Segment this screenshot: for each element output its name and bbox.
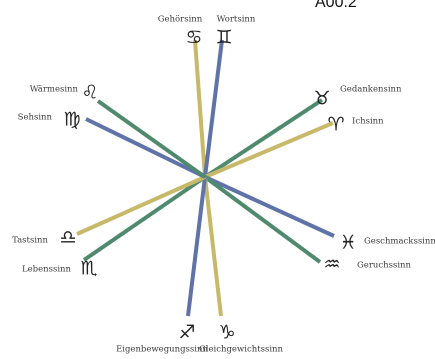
aquarius-icon: ♒ bbox=[323, 254, 340, 276]
cancer-icon: ♋ bbox=[185, 27, 202, 49]
leo-icon: ♌ bbox=[81, 82, 98, 104]
line-eigenbewegungssinn bbox=[186, 176, 207, 317]
label-ichsinn: Ichsinn bbox=[352, 117, 384, 127]
label-sehsinn: Sehsinn bbox=[18, 113, 53, 123]
label-wortsinn: Wortsinn bbox=[217, 15, 256, 25]
label-waermesinn: Wärmesinn bbox=[30, 85, 79, 95]
line-sehsinn bbox=[85, 117, 206, 179]
label-geruchssinn: Geruchssinn bbox=[357, 261, 412, 271]
line-gehoersinn bbox=[193, 39, 207, 178]
line-wortsinn bbox=[203, 39, 224, 178]
label-geschmackssinn: Geschmackssinn bbox=[364, 237, 435, 247]
pisces-icon: ♓ bbox=[339, 232, 356, 254]
line-gedankensinn bbox=[203, 98, 324, 179]
label-tastsinn: Tastsinn bbox=[12, 236, 48, 246]
page-reference: A00.2 bbox=[315, 0, 357, 11]
taurus-icon: ♉ bbox=[313, 88, 330, 110]
libra-icon: ♎ bbox=[59, 227, 76, 249]
sense-lines bbox=[76, 39, 335, 317]
label-gleichgewichtssinn: Gleichgewichtssinn bbox=[199, 345, 284, 355]
label-lebenssinn: Lebenssinn bbox=[22, 265, 72, 275]
line-geruchssinn bbox=[203, 175, 322, 264]
line-ichsinn bbox=[204, 121, 334, 179]
scorpio-icon: ♏ bbox=[80, 258, 97, 280]
aries-icon: ♈ bbox=[327, 114, 344, 136]
capricorn-icon: ♑ bbox=[218, 322, 235, 344]
label-eigenbewegungssinn: Eigenbewegungssinn bbox=[116, 345, 208, 355]
virgo-icon: ♍ bbox=[63, 109, 80, 131]
label-gedankensinn: Gedankensinn bbox=[340, 85, 402, 95]
zodiac-signs: ♋ ♊ ♉ ♈ ♓♒ ♑ ♐ ♏♎ ♍♌ bbox=[59, 27, 356, 344]
line-lebenssinn bbox=[82, 175, 207, 262]
sense-labels: Gehörsinn WortsinnGedankensinnIchsinnGesc… bbox=[12, 15, 435, 355]
line-gleichgewichtssinn bbox=[203, 176, 223, 317]
label-gehoersinn: Gehörsinn bbox=[158, 15, 203, 25]
gemini-icon: ♊ bbox=[215, 27, 232, 49]
line-geschmackssinn bbox=[204, 175, 335, 238]
line-waermesinn bbox=[96, 99, 207, 179]
sagittarius-icon: ♐ bbox=[178, 322, 195, 344]
line-tastsinn bbox=[76, 175, 206, 236]
